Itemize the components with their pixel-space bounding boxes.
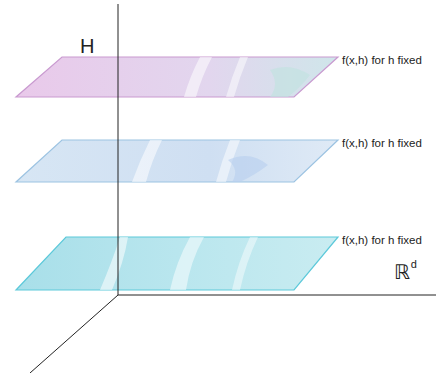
plane-stripe xyxy=(100,237,128,290)
plane-stripe xyxy=(170,237,204,290)
plane-fill xyxy=(16,140,338,182)
plane-stripe xyxy=(226,57,248,97)
plane-label: f(x,h) for h fixed xyxy=(342,138,422,150)
plane-shade xyxy=(270,67,310,97)
plane-middle xyxy=(16,140,338,182)
plane-stripe xyxy=(232,237,258,290)
plane-top xyxy=(16,57,338,97)
axis-h xyxy=(118,4,119,295)
plane-bottom xyxy=(16,237,338,290)
axis-superscript: d xyxy=(411,259,417,270)
axis-depth xyxy=(30,295,118,373)
axis-label: H xyxy=(80,36,94,56)
plane-shade xyxy=(228,156,268,182)
plane-stripe xyxy=(132,140,162,182)
plane-fill xyxy=(16,57,338,97)
plane-stripe xyxy=(184,57,212,97)
axis-rd xyxy=(118,295,436,296)
plane-label: f(x,h) for h fixed xyxy=(342,55,422,67)
plane-label: f(x,h) for h fixed xyxy=(342,235,422,247)
axis-label: ℝ xyxy=(394,262,410,282)
plane-fill xyxy=(16,237,338,290)
